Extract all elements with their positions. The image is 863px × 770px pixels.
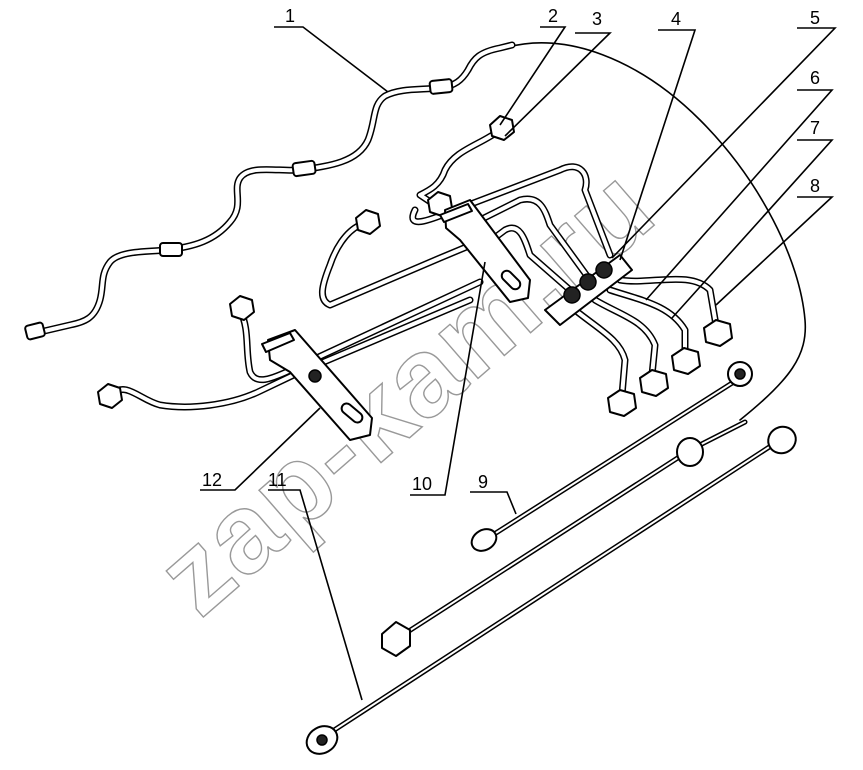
callout-9: 9 xyxy=(478,472,488,492)
rod-9 xyxy=(470,361,753,552)
bracket-10 xyxy=(439,199,531,303)
callout-10: 10 xyxy=(412,474,432,494)
fuel-pipe-group-output xyxy=(571,275,733,417)
assembly-outline xyxy=(504,42,807,421)
callout-8: 8 xyxy=(810,176,820,196)
callout-12: 12 xyxy=(202,470,222,490)
bracket-12 xyxy=(261,329,373,441)
callout-3: 3 xyxy=(592,9,602,29)
callout-labels: 1 2 3 4 5 6 7 8 9 10 11 12 xyxy=(202,6,820,494)
callout-11: 11 xyxy=(268,470,287,490)
distribution-block-4 xyxy=(544,254,633,326)
callout-6: 6 xyxy=(810,68,820,88)
callout-7: 7 xyxy=(810,118,820,138)
fuel-pipe-group-right xyxy=(409,115,614,294)
callout-4: 4 xyxy=(671,9,681,29)
fuel-pipe-1 xyxy=(24,41,516,341)
callout-5: 5 xyxy=(810,8,820,28)
fuel-pipe-group-left xyxy=(97,209,492,411)
callout-2: 2 xyxy=(548,6,558,26)
leader-lines xyxy=(200,26,837,701)
rod-11 xyxy=(305,419,797,755)
callout-1: 1 xyxy=(285,6,295,26)
